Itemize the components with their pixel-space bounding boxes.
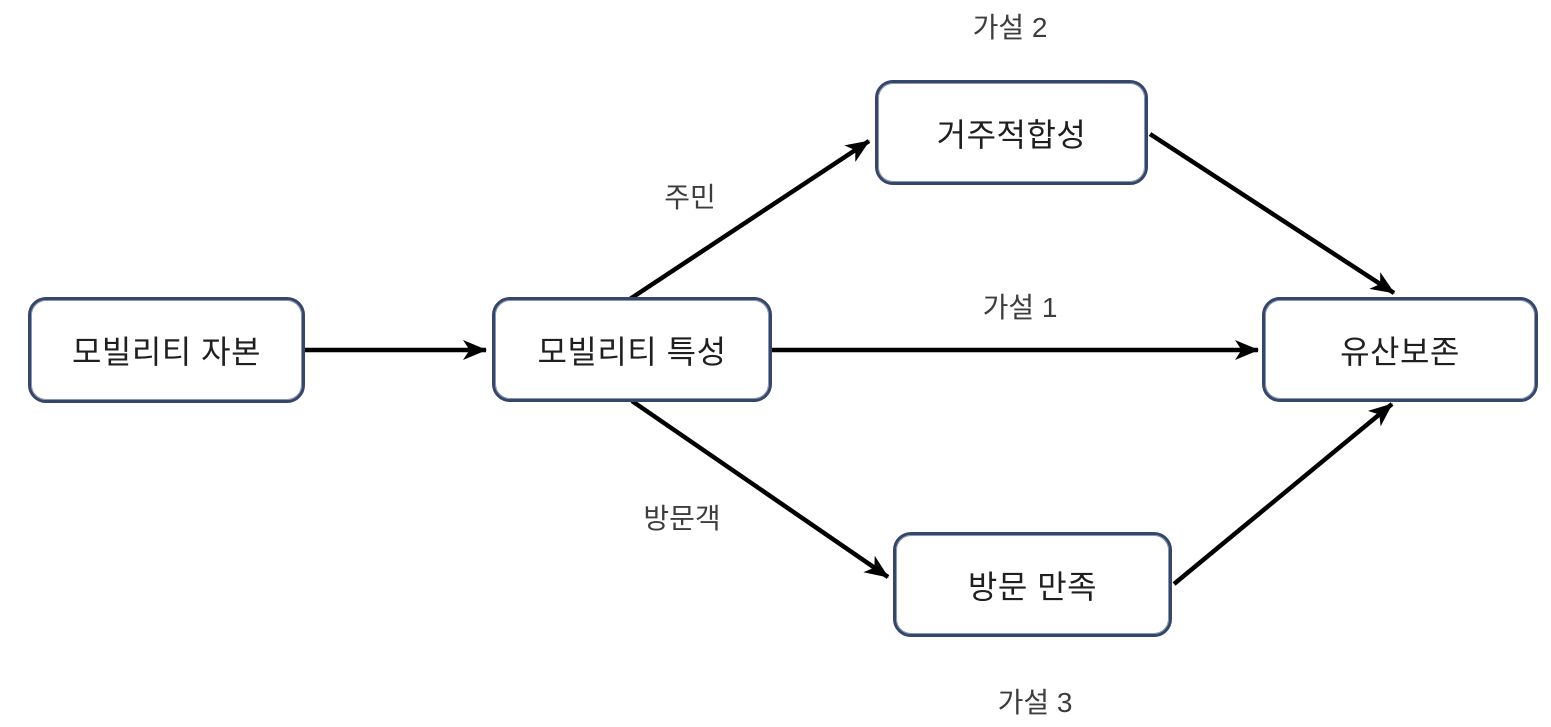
edge-label-hypothesis-2: 가설 2 [972, 12, 1048, 43]
edge-label-visitors: 방문객 [643, 503, 721, 534]
node-mobility-traits: 모빌리티 특성 [492, 297, 772, 402]
node-mobility-traits-label: 모빌리티 특성 [537, 333, 727, 370]
node-livability: 거주적합성 [875, 80, 1148, 185]
edge-label-residents: 주민 [664, 182, 716, 213]
node-mobility-capital-label: 모빌리티 자본 [71, 334, 262, 370]
node-heritage-preservation: 유산보존 [1262, 297, 1538, 402]
arrow-mobility-traits-to-visit-satisfaction [630, 399, 890, 579]
arrow-livability-to-heritage-preservation [1148, 132, 1396, 295]
node-livability-label: 거주적합성 [936, 116, 1087, 153]
arrow-mobility-traits-to-livability [628, 139, 871, 301]
arrow-visit-satisfaction-to-heritage-preservation [1172, 402, 1394, 586]
node-mobility-capital: 모빌리티 자본 [28, 297, 305, 403]
node-visit-satisfaction-label: 방문 만족 [967, 568, 1098, 605]
edge-label-hypothesis-1: 가설 1 [982, 292, 1058, 323]
edge-label-hypothesis-3: 가설 3 [997, 687, 1073, 718]
node-visit-satisfaction: 방문 만족 [893, 532, 1172, 637]
node-heritage-preservation-label: 유산보존 [1340, 333, 1460, 370]
